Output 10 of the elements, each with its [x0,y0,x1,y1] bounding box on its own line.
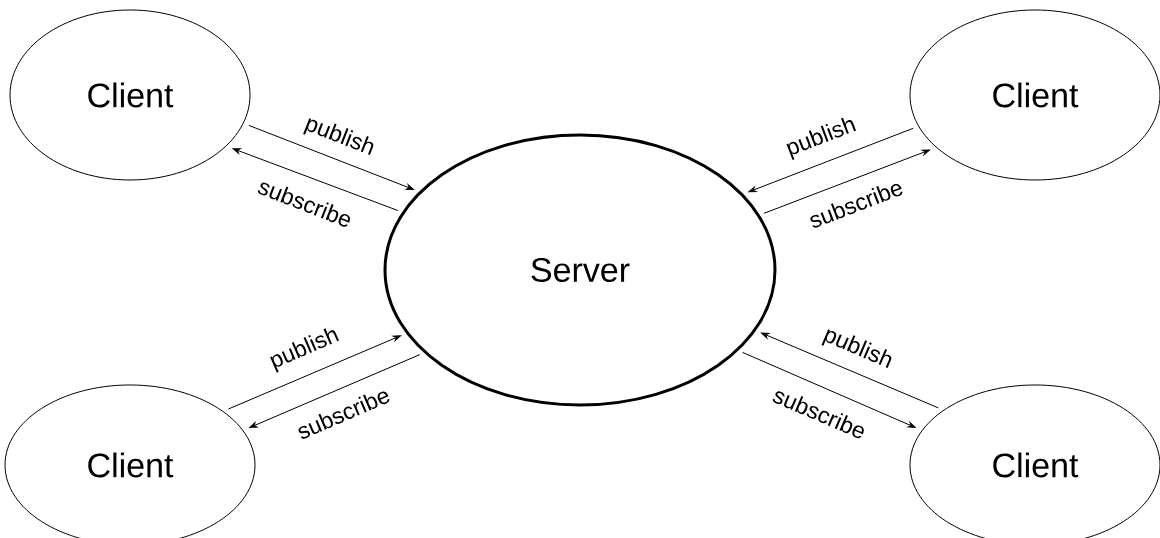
edge-label: publish [821,329,892,368]
arrow [763,149,930,214]
arrow [249,354,421,429]
edge-label: publish [303,118,374,155]
arrow [232,148,399,212]
arrow [248,124,415,190]
arrow [748,127,914,193]
arrow [742,351,916,428]
arrow [761,332,939,409]
arrow [227,335,401,410]
